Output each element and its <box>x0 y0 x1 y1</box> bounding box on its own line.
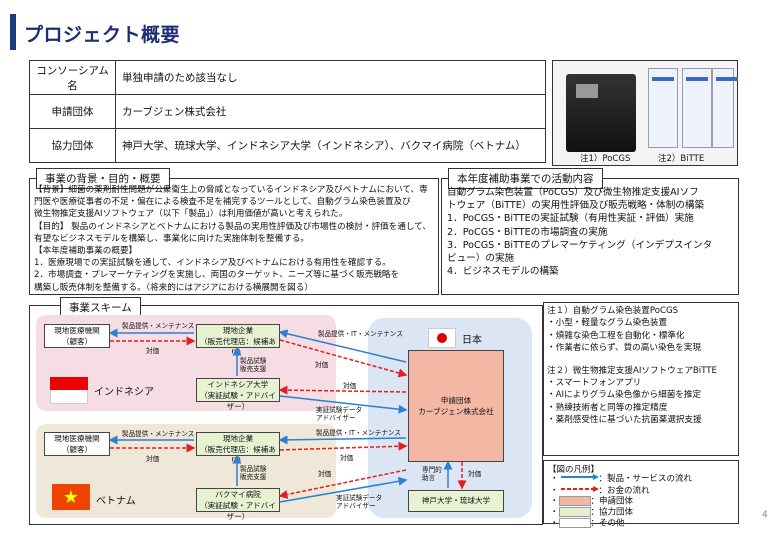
label-maint-it: 製品提供・IT・メンテナンス <box>316 429 401 437</box>
legend-item: ・：製品・サービスの流れ <box>550 474 693 484</box>
legend-box <box>543 460 739 524</box>
legend-title: 【図の凡例】 <box>548 465 600 475</box>
info-label: コンソーシアム名 <box>29 60 116 95</box>
label-sales-support: 製品試験 販売支援 <box>240 357 267 373</box>
bitte-app-screen-image <box>682 68 712 148</box>
legend-item: ・：協力団体 <box>550 507 634 518</box>
label-sales-support: 製品試験 販売支援 <box>240 465 267 481</box>
label-pay: 対価 <box>318 470 332 478</box>
photo-caption-pocgs: 注1）PoCGS <box>580 154 631 164</box>
label-advice: 専門的 助言 <box>422 466 442 482</box>
money-arrow <box>278 385 407 395</box>
title-accent-bar <box>10 14 16 50</box>
money-arrow <box>279 441 408 451</box>
flow-arrow <box>278 435 407 445</box>
legend-item: ・：お金の流れ <box>550 485 650 496</box>
legend-list: ・：製品・サービスの流れ ・：お金の流れ ・：申請団体 ・：協力団体 ・：その他 <box>550 473 692 529</box>
indonesia-univ-node: インドネシア大学 （実証試験・アドバイザー） <box>196 378 280 411</box>
label-pay: 対価 <box>340 454 354 462</box>
background-section <box>29 178 439 295</box>
photo-caption-bitte: 注2）BiTTE <box>658 154 705 164</box>
label-pay: 対価 <box>315 361 329 369</box>
background-header: 事業の背景・目的・概要 <box>36 168 170 189</box>
legend-item: ・：申請団体 <box>550 496 634 507</box>
indonesia-medical-node: 現地医療機関 （顧客） <box>44 324 110 348</box>
bitte-app-screen-image <box>648 68 678 148</box>
project-info-table: コンソーシアム名 単独申請のため該当なし 申請団体 カーブジェン株式会社 協力団… <box>29 60 546 163</box>
label-maint-it: 製品提供・IT・メンテナンス <box>318 330 403 338</box>
partners-node: 神戸大学・琉球大学 <box>408 490 504 512</box>
table-row: 申請団体 カーブジェン株式会社 <box>29 94 546 129</box>
indonesia-label: インドネシア <box>94 387 154 398</box>
scheme-section <box>29 305 543 525</box>
money-arrow <box>278 469 407 499</box>
japan-flag-icon <box>428 328 456 348</box>
info-label: 協力団体 <box>29 128 116 163</box>
japan-label: 日本 <box>462 335 482 346</box>
vietnam-flag-icon: ★ <box>52 484 90 510</box>
info-value: 神戸大学、琉球大学、インドネシア大学（インドネシア）、バクマイ病院（ベトナム） <box>115 128 546 163</box>
scheme-header: 事業スキーム <box>60 297 141 318</box>
indonesia-flag-icon <box>50 377 88 404</box>
vietnam-hospital-node: バクマイ病院 （実証試験・アドバイザー） <box>196 488 280 521</box>
label-pay: 対価 <box>146 347 160 355</box>
table-row: コンソーシアム名 単独申請のため該当なし <box>29 60 546 95</box>
notes-box <box>543 302 739 456</box>
flow-arrow <box>278 329 407 363</box>
page-number: 4 <box>762 510 768 520</box>
activities-text: 自動グラム染色装置（PoCGS）及び微生物推定支援AIソフ トウェア（BiTTE… <box>447 187 713 278</box>
vietnam-medical-node: 現地医療機関 （顧客） <box>44 432 110 456</box>
applicant-node: 申請団体 カーブジェン株式会社 <box>408 350 504 462</box>
legend-item: ・：その他 <box>550 518 625 529</box>
background-text: 【背景】細菌の薬剤耐性問題が公衆衛生上の脅威となっているインドネシア及びベトナム… <box>34 185 431 293</box>
label-pay: 対価 <box>343 382 357 390</box>
table-row: 協力団体 神戸大学、琉球大学、インドネシア大学（インドネシア）、バクマイ病院（ベ… <box>29 128 546 163</box>
bitte-app-screen-image <box>712 68 738 148</box>
label-sales-maint: 製品提供・メンテナンス <box>122 322 195 330</box>
label-trial: 実証試験データ アドバイザー <box>336 494 383 510</box>
notes-text: 注１）自動グラム染色装置PoCGS ・小型・軽量なグラム染色装置 ・煩雑な染色工… <box>547 306 717 426</box>
info-value: 単独申請のため該当なし <box>115 60 546 95</box>
page-title: プロジェクト概要 <box>24 24 181 46</box>
flow-arrow <box>279 395 408 414</box>
info-label: 申請団体 <box>29 94 116 129</box>
vietnam-label: ベトナム <box>96 496 136 507</box>
flow-arrow <box>279 476 408 503</box>
label-pay: 対価 <box>468 470 482 478</box>
activities-header: 本年度補助事業での活動内容 <box>448 168 603 189</box>
label-pay: 対価 <box>146 455 160 463</box>
label-sales-maint: 製品提供・メンテナンス <box>122 430 195 438</box>
pocgs-device-image <box>566 74 636 152</box>
label-trial: 実証試験データ アドバイザー <box>316 406 363 422</box>
money-arrow <box>279 339 408 378</box>
